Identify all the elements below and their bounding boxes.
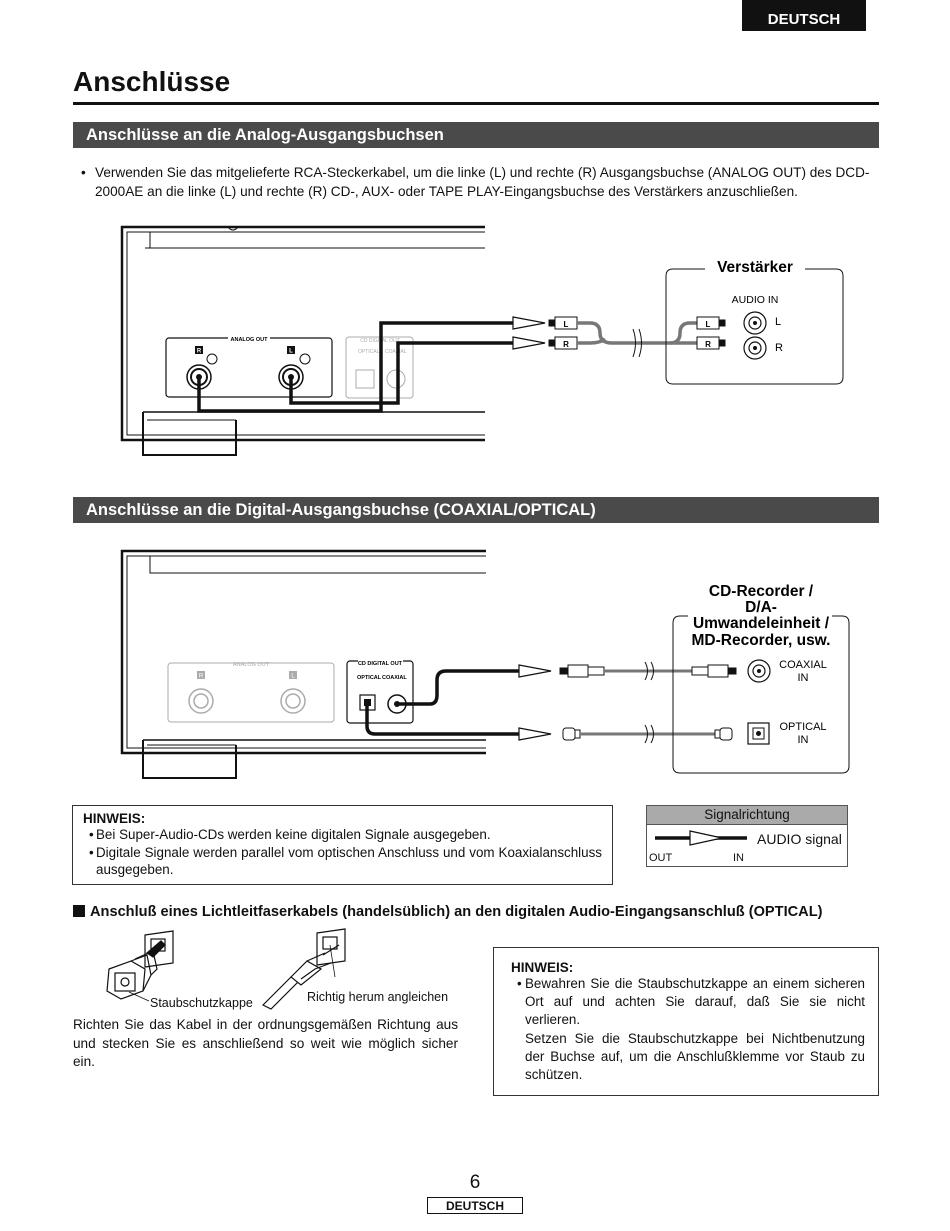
title-rule [73, 102, 879, 105]
rca-cable [577, 321, 697, 345]
digital-out-panel: CD DIGITAL OUT OPTICAL COAXIAL [346, 658, 414, 724]
digital-out-label-2: CD DIGITAL OUT [358, 661, 403, 667]
recorder-title-2: D/A- [745, 599, 777, 616]
optical-section-heading: Anschluß eines Lichtleitfaserkabels (han… [73, 904, 883, 920]
jack-l-label-2: L [291, 674, 295, 680]
square-bullet-icon [73, 905, 85, 917]
dust-cap-label: Staubschutzkappe [150, 996, 253, 1010]
jack-l-label: L [289, 349, 293, 355]
coaxial-plug-right [691, 664, 737, 678]
note-box-1: HINWEIS: Bei Super-Audio-CDs werden kein… [72, 805, 613, 885]
optical-label: OPTICAL [358, 349, 380, 355]
digital-connection-diagram: ANALOG OUT R L CD DIGITAL OUT OPTICAL CO… [120, 549, 850, 779]
amplifier-box: Verstärker AUDIO IN L R [665, 259, 844, 385]
audio-in-label: AUDIO IN [732, 294, 779, 306]
page-title: Anschlüsse [73, 66, 231, 97]
optical-cable-illustration [106, 928, 346, 1010]
coaxial-in-label-1: COAXIAL [779, 659, 827, 671]
section-heading-analog: Anschlüsse an die Analog-Ausgangsbuchsen [73, 122, 879, 148]
plug-r-label-right: R [705, 340, 711, 349]
note-2-paragraph: Setzen Sie die Staubschutzkappe bei Nich… [525, 1030, 865, 1083]
coaxial-label: COAXIAL [385, 349, 407, 355]
signal-in-label: IN [733, 852, 744, 864]
optical-plug-left [562, 727, 581, 741]
player-rear-panel [120, 225, 485, 456]
rca-plugs-right [696, 316, 726, 350]
note-2-item: Bewahren Sie die Staubschutzkappe an ein… [511, 975, 865, 1030]
optical-in-label-2: IN [798, 734, 809, 746]
plug-l-label: L [564, 320, 569, 329]
note-box-2: HINWEIS: Bewahren Sie die Staubschutzkap… [493, 947, 879, 1096]
section-heading-digital: Anschlüsse an die Digital-Ausgangsbuchse… [73, 497, 879, 523]
note-2-title: HINWEIS: [511, 960, 574, 975]
analog-out-panel-inactive: ANALOG OUT R L [167, 662, 335, 723]
note-1-item: Digitale Signale werden parallel vom opt… [83, 844, 602, 879]
player-rear-panel-2 [120, 549, 486, 779]
analog-instruction-item: Verwenden Sie das mitgelieferte RCA-Stec… [75, 163, 881, 201]
page-number: 6 [469, 1172, 481, 1193]
plug-l-label-right: L [706, 320, 711, 329]
optical-plug-illustration [261, 928, 346, 1010]
recorder-title-3: Umwandeleinheit / [693, 615, 830, 632]
note-1-item: Bei Super-Audio-CDs werden keine digital… [83, 826, 602, 844]
cable-break-marks-2 [644, 661, 654, 744]
signal-arrow-icon [655, 830, 747, 846]
analog-out-label-2: ANALOG OUT [233, 662, 270, 668]
align-label: Richtig herum angleichen [307, 990, 449, 1004]
optical-plug-right [714, 727, 733, 741]
analog-out-panel: ANALOG OUT R L [165, 335, 333, 398]
digital-cables [365, 669, 520, 736]
recorder-title-4: MD-Recorder, usw. [692, 632, 831, 649]
analog-instructions: Verwenden Sie das mitgelieferte RCA-Stec… [75, 163, 881, 201]
cable-break-mark [632, 328, 642, 358]
analog-connection-diagram: ANALOG OUT R L CD DIGITAL OUT OPTICAL CO… [120, 225, 844, 456]
recorder-box: CD-Recorder / D/A- Umwandeleinheit / MD-… [672, 583, 850, 774]
jack-r-label-2: R [199, 674, 204, 680]
signal-legend: Signalrichtung AUDIO signal OUT IN [646, 805, 848, 867]
coaxial-in-label-2: IN [798, 672, 809, 684]
optical-section-heading-text: Anschluß eines Lichtleitfaserkabels (han… [90, 904, 823, 920]
coaxial-label-2: COAXIAL [382, 675, 407, 681]
dust-cap-illustration [106, 930, 174, 1000]
optical-label-2: OPTICAL [357, 675, 382, 681]
analog-cables [197, 321, 515, 413]
signal-legend-title: Signalrichtung [647, 806, 847, 825]
amp-l-label: L [775, 316, 781, 328]
optical-instructions: Richten Sie das Kabel in der ordnungsgem… [73, 1017, 458, 1069]
language-tab: DEUTSCH [742, 0, 866, 31]
note-1-title: HINWEIS: [83, 811, 146, 826]
coaxial-plug-left [559, 664, 605, 678]
amplifier-title: Verstärker [717, 259, 793, 276]
digital-direction-arrows [518, 664, 552, 741]
analog-out-label: ANALOG OUT [231, 337, 269, 343]
amp-r-label: R [775, 342, 783, 354]
footer-language-label: DEUTSCH [427, 1197, 523, 1214]
signal-out-label: OUT [649, 852, 673, 864]
direction-arrows [512, 316, 546, 350]
signal-legend-label: AUDIO signal [757, 831, 842, 847]
jack-r-label: R [197, 349, 202, 355]
recorder-title-1: CD-Recorder / [709, 583, 814, 600]
optical-in-label-1: OPTICAL [779, 721, 826, 733]
digital-grey-cables [580, 669, 720, 736]
plug-r-label: R [563, 340, 569, 349]
